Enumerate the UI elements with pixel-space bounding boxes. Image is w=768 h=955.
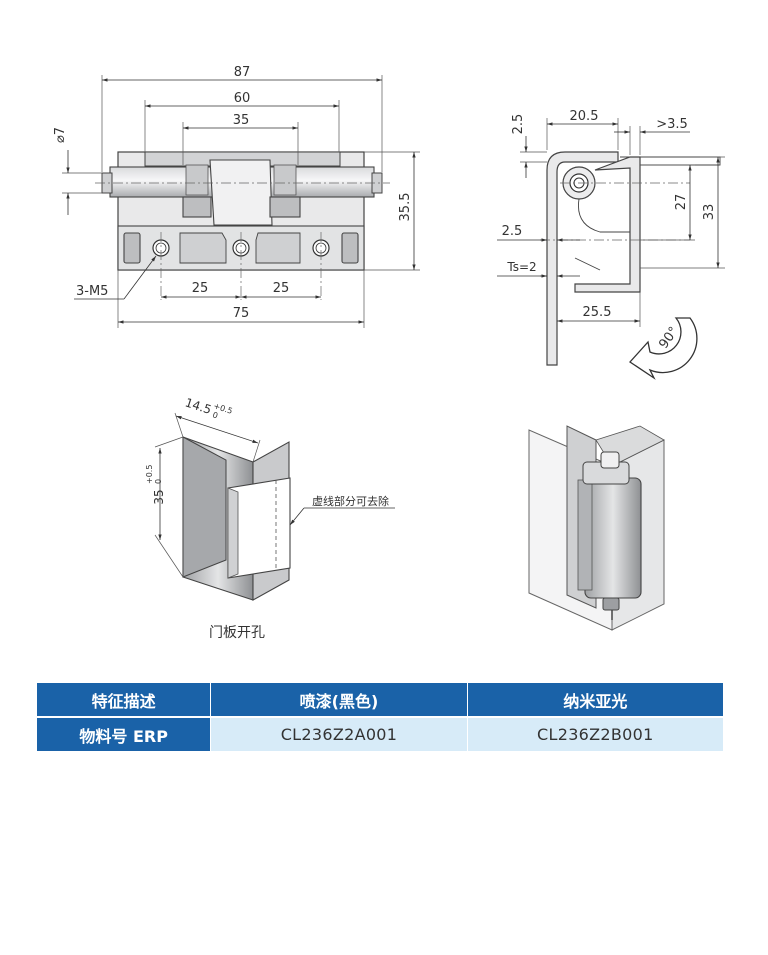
dim-top-width: 20.5: [570, 109, 599, 124]
dim-base-width: 75: [233, 306, 250, 321]
cutout-dim-side-tol-upper: +0.5: [145, 465, 154, 484]
cutout-caption: 门板开孔: [209, 625, 265, 641]
dim-inner-width: 35: [233, 113, 250, 128]
dim-pin-diameter: ⌀7: [53, 127, 68, 143]
cutout-note: 虚线部分可去除: [312, 494, 389, 508]
dim-height-27: 27: [674, 194, 689, 211]
side-view: 2.5 20.5 >3.5 27 33 2.5 Ts=2 25.: [497, 109, 725, 380]
front-view: 87 60 35 ⌀7 35.5 25 25 75 3-M5: [53, 65, 420, 328]
dim-top-height: 2.5: [511, 114, 526, 135]
table-header-nano-matte: 纳米亚光: [466, 683, 723, 717]
table-cell-part-matte: CL236Z2B001: [466, 716, 723, 751]
cutout-dim-side-tol-lower: 0: [154, 479, 163, 484]
dim-thickness: Ts=2: [506, 260, 536, 274]
cutout-dim-top-tol-lower: 0: [211, 410, 219, 420]
rotation-arrow-icon: [629, 317, 698, 380]
dim-mid-width: 60: [234, 91, 251, 106]
dim-height: 35.5: [398, 193, 413, 222]
dim-offset: 2.5: [502, 224, 523, 239]
table-header-feature: 特征描述: [37, 683, 211, 717]
installed-view: [528, 425, 665, 631]
table-header-row: 特征描述 喷漆(黑色) 纳米亚光: [37, 683, 723, 717]
cutout-view: 14.5 +0.5 0 35 +0.5 0 虚线部分可去除 门板开孔: [145, 395, 395, 641]
table-row-label: 物料号 ERP: [37, 716, 211, 751]
hinge-cylinder: [584, 477, 642, 599]
dim-thread: 3-M5: [76, 284, 108, 299]
dim-hole-spacing-right: 25: [273, 281, 290, 296]
table-cell-part-black: CL236Z2A001: [210, 716, 468, 751]
technical-drawing: 87 60 35 ⌀7 35.5 25 25 75 3-M5: [53, 65, 725, 641]
dim-overall-width: 87: [234, 65, 251, 80]
dim-hole-spacing-left: 25: [192, 281, 209, 296]
spec-table: 特征描述 喷漆(黑色) 纳米亚光 物料号 ERP CL236Z2A001 CL2…: [37, 683, 723, 751]
dim-depth: 25.5: [583, 305, 612, 320]
dim-height-33: 33: [702, 204, 717, 221]
cutout-dim-side: 35: [152, 489, 166, 504]
dim-gap: >3.5: [656, 117, 688, 132]
cutout-dim-top: 14.5: [183, 395, 213, 417]
table-header-paint-black: 喷漆(黑色): [210, 683, 468, 717]
table-row: 物料号 ERP CL236Z2A001 CL236Z2B001: [37, 716, 723, 751]
